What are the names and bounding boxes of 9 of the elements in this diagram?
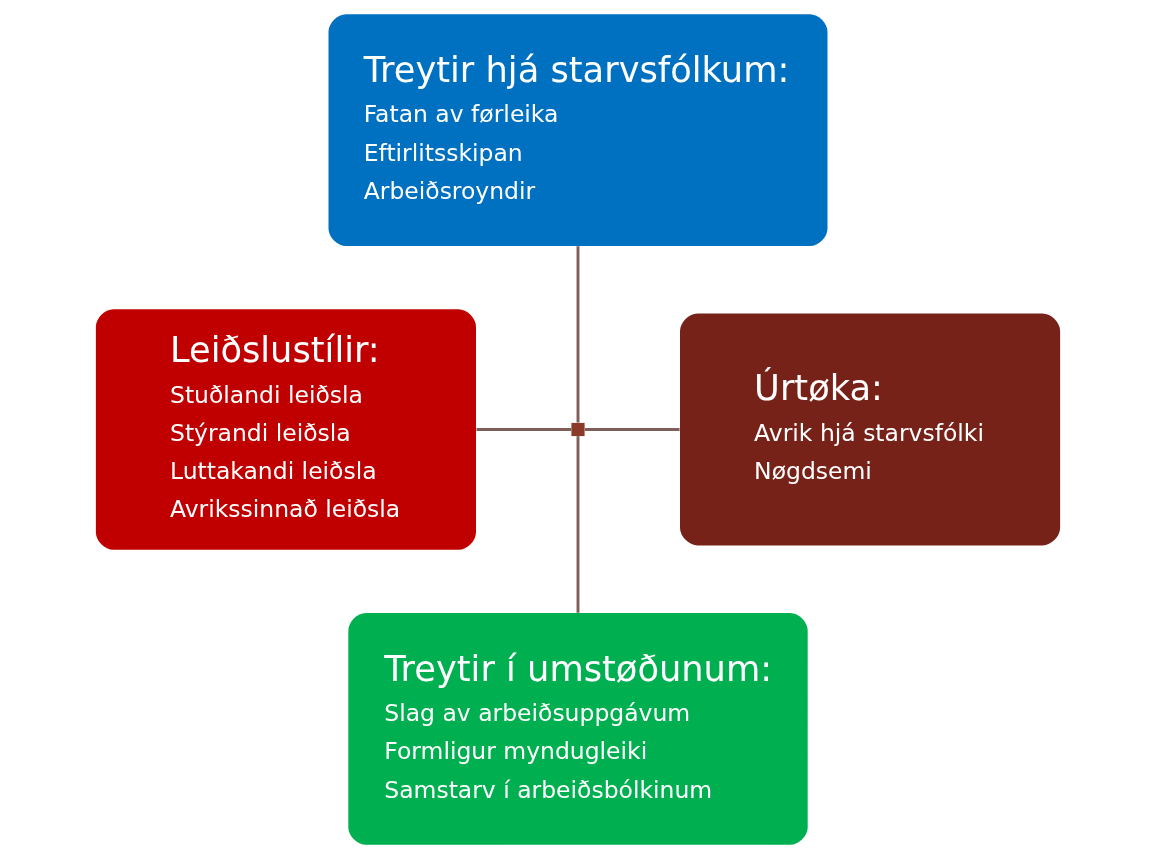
connector bbox=[576, 436, 579, 613]
node-box: Úrtøka: Avrik hjá starvsfólki Nøgdsemi bbox=[679, 313, 1060, 546]
node-box: Leiðslustílir: Stuðlandi leiðsla Stýrandi leiðsla Luttakandi leiðsla Avrikssinnað leiðsla bbox=[95, 309, 476, 550]
node-box: Treytir hjá starvsfólkum: Fatan av førleika Eftirlitsskipan Arbeiðsroyndir bbox=[328, 14, 827, 247]
connector bbox=[475, 428, 571, 431]
connector bbox=[584, 428, 680, 431]
node-box bbox=[570, 422, 585, 437]
node-box: Treytir í umstøðunum: Slag av arbeiðsuppgávum Formligur myndugleiki Samstarv í arbeiðsbólkinum bbox=[347, 612, 808, 845]
connector bbox=[576, 246, 579, 423]
